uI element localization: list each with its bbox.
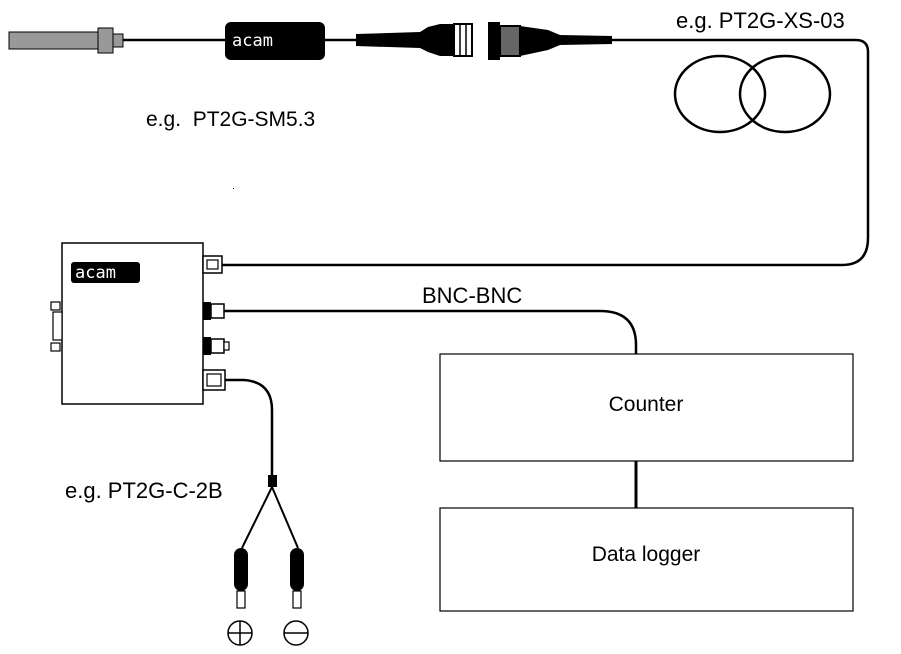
main-unit: acam <box>50 242 204 405</box>
sensor-electronics-module: acam <box>225 22 325 60</box>
cable-coil <box>673 54 832 134</box>
unit-logo-text: acam <box>75 263 116 283</box>
socket-connector <box>488 22 612 60</box>
plus-plug <box>234 548 248 609</box>
power-cable <box>225 378 274 475</box>
power-cable-label: e.g. PT2G-C-2B <box>65 478 223 503</box>
extension-cable-route <box>222 38 870 267</box>
data-logger-box: Data logger <box>439 507 854 612</box>
data-logger-label: Data logger <box>592 543 701 566</box>
sensor-logo-text: acam <box>232 31 273 51</box>
bnc-cable <box>224 309 638 354</box>
power-cable-split <box>241 486 299 549</box>
minus-symbol-icon <box>283 620 309 646</box>
sensor-probe <box>8 27 124 54</box>
plug-connector <box>356 23 473 57</box>
counter-box: Counter <box>439 353 854 462</box>
unit-connectors <box>202 255 230 391</box>
extension-cable-label: e.g. PT2G-XS-03 <box>676 8 845 33</box>
sensor-label: e.g. PT2G-SM5.3 <box>146 108 315 131</box>
plus-symbol-icon <box>227 620 253 646</box>
counter-label: Counter <box>609 393 684 416</box>
bnc-cable-label: BNC-BNC <box>422 283 522 308</box>
minus-plug <box>290 548 304 609</box>
